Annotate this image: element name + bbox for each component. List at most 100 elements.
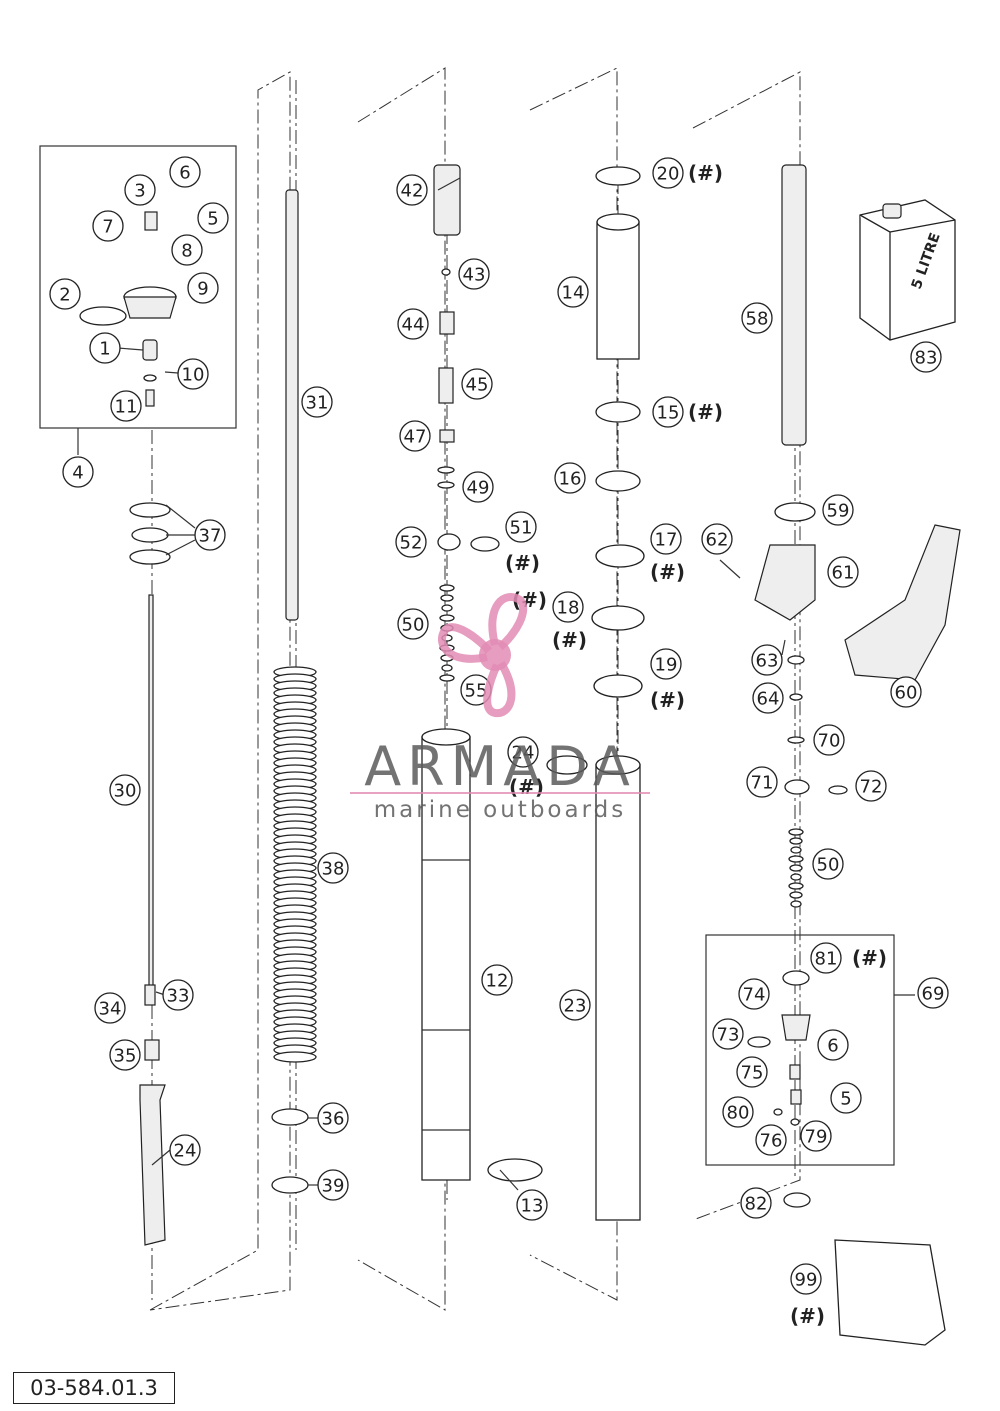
svg-text:16: 16: [559, 469, 582, 490]
svg-text:12: 12: [486, 971, 509, 992]
callout-47: 47: [399, 420, 431, 452]
callout-10: 10: [177, 358, 209, 390]
callout-34: 34: [94, 992, 126, 1024]
oil-can-83: 5 LITRE: [859, 199, 956, 341]
svg-text:75: 75: [741, 1063, 764, 1084]
callout-6: 6: [817, 1029, 849, 1061]
shim: [439, 584, 455, 592]
callout-59: 59: [822, 494, 854, 526]
svg-text:9: 9: [197, 279, 208, 300]
svg-text:11: 11: [115, 397, 138, 418]
svg-text:50: 50: [817, 855, 840, 876]
svg-text:83: 83: [915, 348, 938, 369]
shim: [789, 891, 803, 899]
washers-37: [129, 502, 171, 565]
inner-tube-23: [595, 764, 641, 1221]
shim: [790, 873, 802, 881]
callout-74: 74: [738, 978, 770, 1010]
spare-mark-81: (#): [852, 946, 887, 970]
tube-58: [781, 164, 807, 446]
callout-30: 30: [109, 774, 141, 806]
callout-2: 2: [49, 278, 81, 310]
svg-text:64: 64: [757, 689, 780, 710]
svg-text:73: 73: [717, 1025, 740, 1046]
callout-55: 55: [460, 674, 492, 706]
shim: [788, 828, 804, 836]
shim: [441, 634, 453, 642]
svg-text:80: 80: [727, 1103, 750, 1124]
svg-text:4: 4: [72, 463, 83, 484]
callout-50: 50: [397, 608, 429, 640]
spare-mark-99: (#): [790, 1304, 825, 1328]
svg-text:35: 35: [114, 1046, 137, 1067]
callout-44: 44: [397, 308, 429, 340]
shim-stack-50b: [788, 828, 804, 908]
callout-24: 24: [507, 736, 539, 768]
callout-70: 70: [813, 724, 845, 756]
callout-81: 81: [810, 942, 842, 974]
callout-38: 38: [317, 852, 349, 884]
callout-5: 5: [830, 1082, 862, 1114]
svg-text:38: 38: [322, 859, 345, 880]
spare-mark-20: (#): [688, 161, 723, 185]
callout-3: 3: [124, 174, 156, 206]
svg-text:59: 59: [827, 501, 850, 522]
callout-50: 50: [812, 848, 844, 880]
svg-text:47: 47: [404, 427, 427, 448]
group-box-4: [39, 145, 237, 429]
callout-35: 35: [109, 1039, 141, 1071]
shim: [439, 614, 455, 622]
spring-coil: [273, 1051, 317, 1063]
svg-text:2: 2: [59, 285, 70, 306]
svg-text:5: 5: [207, 209, 218, 230]
svg-text:52: 52: [400, 533, 423, 554]
svg-text:76: 76: [760, 1131, 783, 1152]
spring-38: [273, 666, 317, 1063]
svg-text:8: 8: [181, 241, 192, 262]
svg-text:36: 36: [322, 1109, 345, 1130]
svg-text:43: 43: [463, 265, 486, 286]
callout-58: 58: [741, 302, 773, 334]
svg-text:24: 24: [174, 1141, 197, 1162]
svg-text:6: 6: [827, 1036, 838, 1057]
spare-mark-51: (#): [505, 551, 540, 575]
svg-text:44: 44: [402, 315, 425, 336]
svg-text:42: 42: [401, 181, 424, 202]
callout-99: 99: [790, 1263, 822, 1295]
callout-31: 31: [301, 386, 333, 418]
shim: [441, 604, 453, 612]
spare-mark-24: (#): [509, 775, 544, 799]
shim: [789, 837, 803, 845]
callout-60: 60: [890, 676, 922, 708]
spare-mark-19: (#): [650, 688, 685, 712]
svg-text:63: 63: [756, 651, 779, 672]
callout-33: 33: [162, 979, 194, 1011]
svg-text:71: 71: [751, 773, 774, 794]
svg-text:58: 58: [746, 309, 769, 330]
cap-assembly: [79, 211, 177, 407]
svg-text:39: 39: [322, 1176, 345, 1197]
shim: [788, 882, 804, 890]
callout-71: 71: [746, 766, 778, 798]
svg-text:45: 45: [466, 375, 489, 396]
callout-19: 19: [650, 648, 682, 680]
tube-42: [433, 164, 461, 236]
svg-text:7: 7: [102, 217, 113, 238]
svg-text:79: 79: [805, 1127, 828, 1148]
svg-text:30: 30: [114, 781, 137, 802]
svg-text:23: 23: [564, 996, 587, 1017]
svg-text:14: 14: [562, 283, 585, 304]
svg-text:72: 72: [860, 777, 883, 798]
shim: [440, 624, 454, 632]
callout-7: 7: [92, 210, 124, 242]
svg-text:61: 61: [832, 563, 855, 584]
callout-80: 80: [722, 1096, 754, 1128]
svg-text:55: 55: [465, 681, 488, 702]
shim: [439, 674, 455, 682]
svg-text:1: 1: [99, 339, 110, 360]
document-reference: 03-584.01.3: [13, 1372, 175, 1404]
callout-11: 11: [110, 390, 142, 422]
callout-15: 15: [652, 396, 684, 428]
svg-text:3: 3: [134, 181, 145, 202]
